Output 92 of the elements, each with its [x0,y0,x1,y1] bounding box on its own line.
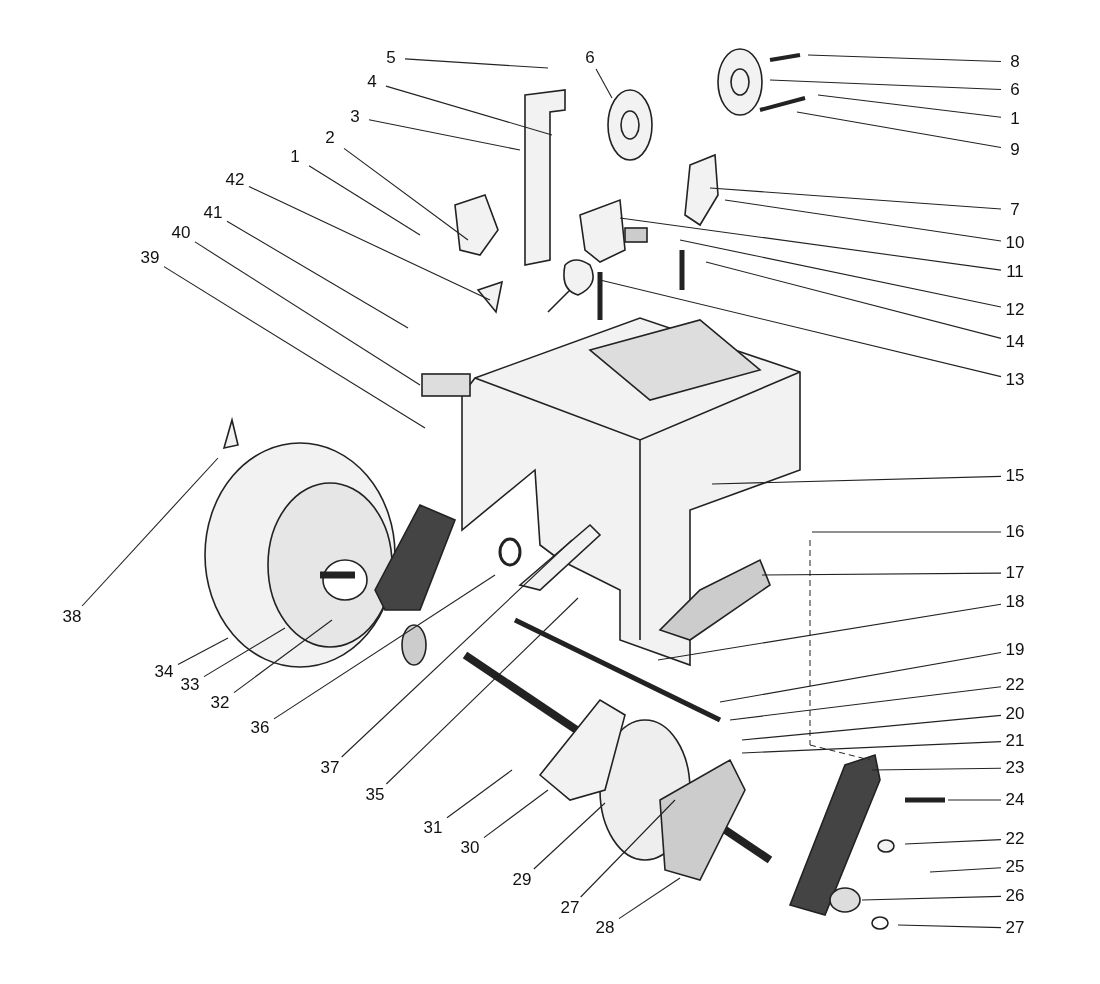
callout-number: 32 [207,693,233,713]
callout-number: 7 [1002,200,1028,220]
callout-number: 6 [1002,80,1028,100]
callout-number: 14 [1002,332,1028,352]
leader-line [619,217,1002,271]
callout-number: 19 [1002,640,1028,660]
leader-line [385,85,553,136]
leader-line [308,165,421,236]
callout-number: 27 [557,898,583,918]
leader-line [177,637,229,666]
leader-line [203,627,286,678]
callout-number: 37 [317,758,343,778]
callout-number: 23 [1002,758,1028,778]
callout-number: 4 [359,72,385,92]
callout-number: 38 [59,607,85,627]
callout-number: 16 [1002,522,1028,542]
leader-line [248,186,491,301]
leader-line [709,187,1002,210]
leader-line [741,714,1002,741]
leader-line [769,79,1002,90]
callout-number: 25 [1002,857,1028,877]
leader-line [705,261,1002,339]
leader-line [657,603,1002,661]
leader-line [618,877,681,920]
leader-line [533,802,606,870]
leader-line [861,895,1002,901]
callout-number: 1 [282,147,308,167]
callout-number: 22 [1002,675,1028,695]
callout-number: 41 [200,203,226,223]
callout-number: 10 [1002,233,1028,253]
callout-number: 26 [1002,886,1028,906]
leader-line [595,68,613,99]
leader-line [446,769,513,819]
callout-number: 24 [1002,790,1028,810]
leader-line [404,58,549,69]
callout-number: 30 [457,838,483,858]
leader-line [273,574,496,720]
callout-number: 36 [247,718,273,738]
leader-line [871,767,1002,771]
leader-line [729,686,1002,721]
callout-number: 35 [362,785,388,805]
callout-number: 33 [177,675,203,695]
leader-line [741,741,1002,754]
leader-line [724,199,1002,242]
leader-line [761,572,1002,576]
leader-line [807,54,1002,63]
callout-number: 34 [151,662,177,682]
leader-line [904,839,1002,845]
callout-number: 18 [1002,592,1028,612]
callout-number: 27 [1002,918,1028,938]
leader-line [81,457,219,607]
callout-number: 39 [137,248,163,268]
leader-line [947,799,1002,801]
callout-number: 5 [378,48,404,68]
leader-line [226,220,409,329]
leader-line [599,279,1002,378]
callout-number: 11 [1002,262,1028,282]
callout-number: 40 [168,223,194,243]
callout-number: 29 [509,870,535,890]
leader-line [368,119,521,151]
callout-number: 17 [1002,563,1028,583]
callout-number: 21 [1002,731,1028,751]
callout-number: 31 [420,818,446,838]
callout-number: 15 [1002,466,1028,486]
callout-number: 22 [1002,829,1028,849]
callout-number: 1 [1002,109,1028,129]
leader-line [385,597,579,785]
leader-line [811,531,1002,533]
leader-line [679,239,1002,308]
leader-line [483,789,549,839]
leader-line [929,867,1002,873]
callout-number: 9 [1002,140,1028,160]
callout-number: 6 [577,48,603,68]
callout-number: 8 [1002,52,1028,72]
leader-line [233,619,333,694]
leader-line [343,147,469,241]
leader-line [897,924,1002,929]
leader-line [817,94,1002,118]
leader-line [711,475,1002,485]
callout-number: 13 [1002,370,1028,390]
callout-number: 3 [342,107,368,127]
leader-line [163,266,426,429]
leader-line [341,539,573,758]
callout-number: 42 [222,170,248,190]
callout-number: 20 [1002,704,1028,724]
leader-line [719,651,1002,703]
leader-line [580,799,676,898]
leader-line [796,111,1002,149]
leader-line [194,241,421,386]
callout-number: 2 [317,128,343,148]
callout-number: 28 [592,918,618,938]
callout-number: 12 [1002,300,1028,320]
